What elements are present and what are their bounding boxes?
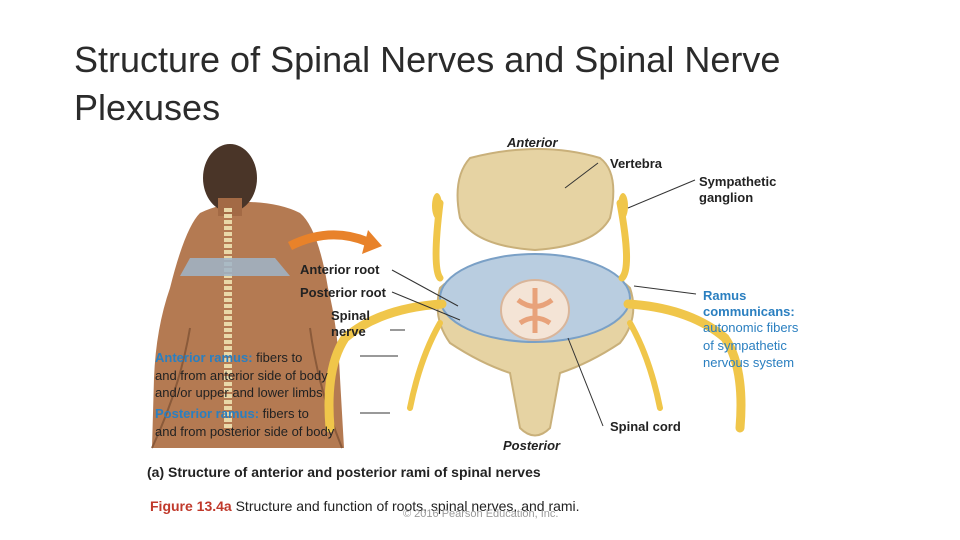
label-ramus-line4: of sympathetic (703, 338, 787, 353)
nerve-paths (324, 193, 746, 433)
posterior-ramus-heading: Posterior ramus: (155, 406, 260, 421)
caption-text: Structure and function of roots, spinal … (235, 498, 580, 514)
figure-sublabel: (a) Structure of anterior and posterior … (147, 464, 541, 480)
posterior-ramus-text1: fibers to (259, 406, 309, 421)
label-ramus-line5: nervous system (703, 355, 795, 370)
leader-lines (360, 162, 697, 427)
label-posterior: Posterior (503, 438, 561, 453)
vertebra-illustration (436, 148, 635, 437)
anterior-ramus-text1: fibers to (252, 350, 303, 365)
copyright-notice: © 2016 Pearson Education, Inc. (403, 508, 559, 520)
label-anterior: Anterior (507, 135, 558, 150)
label-posterior-root: Posterior root (300, 285, 386, 300)
label-sympathetic-ganglion-line1: Sympathetic (699, 174, 777, 189)
label-posterior-ramus-line1: Posterior ramus: fibers to (155, 406, 309, 422)
label-ramus-line1: Ramus (703, 288, 747, 303)
label-spinal-nerve-line2: nerve (331, 324, 366, 339)
spinal-nerve-diagram (151, 144, 746, 449)
label-posterior-ramus-line2: and from posterior side of body (155, 424, 335, 439)
label-spinal-cord: Spinal cord (610, 419, 681, 434)
label-ramus-line2: communicans: (703, 304, 795, 319)
label-vertebra: Vertebra (610, 156, 663, 171)
label-ramus-line3: autonomic fibers (703, 320, 799, 335)
figure-number: Figure 13.4a (150, 498, 232, 514)
label-sympathetic-ganglion-line2: ganglion (699, 190, 754, 205)
human-back-illustration (151, 144, 344, 449)
anterior-ramus-heading: Anterior ramus: (155, 350, 253, 365)
orange-arrow (287, 230, 370, 251)
label-anterior-ramus-line3: and/or upper and lower limbs (155, 385, 323, 400)
label-anterior-ramus-line1: Anterior ramus: fibers to (155, 350, 302, 366)
slide-title: Structure of Spinal Nerves and Spinal Ne… (74, 39, 781, 128)
label-spinal-nerve-line1: Spinal (331, 308, 371, 323)
label-anterior-root: Anterior root (300, 262, 380, 277)
label-anterior-ramus-line2: and from anterior side of body (155, 368, 328, 383)
figure-caption: Figure 13.4a Structure and function of r… (150, 498, 580, 514)
